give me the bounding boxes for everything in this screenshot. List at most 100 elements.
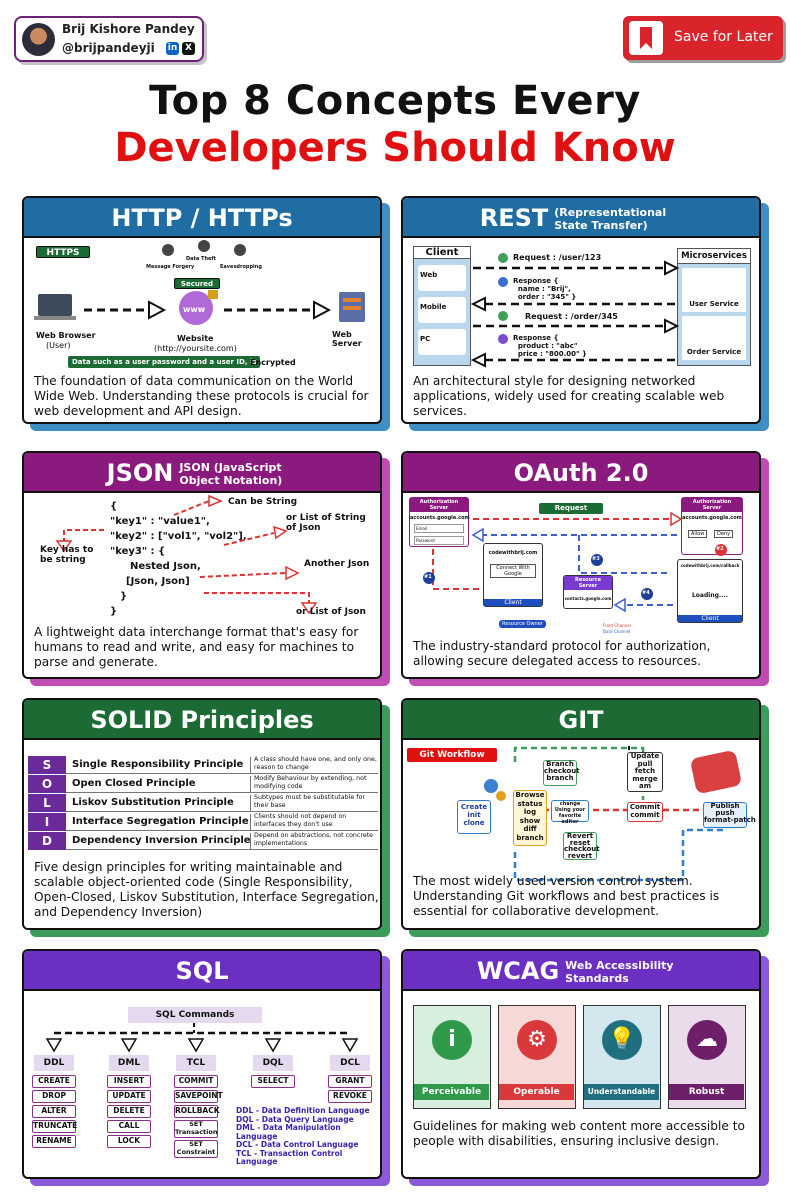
author-handle: @brijpandeyji — [62, 41, 155, 55]
solid-principle-note: Modify Behaviour by extending, not modif… — [254, 775, 367, 790]
http-title: HTTP / HTTPs — [24, 198, 380, 238]
solid-letter: L — [28, 794, 66, 812]
wcag-description: Guidelines for making web content more a… — [413, 1119, 745, 1148]
cloud-devices-icon: ☁ — [687, 1020, 727, 1060]
avatar — [22, 23, 55, 56]
solid-letter: O — [28, 775, 66, 793]
solid-description: Five design principles for writing maint… — [34, 860, 379, 919]
solid-divider — [250, 776, 251, 792]
deny-button[interactable]: Deny — [714, 530, 734, 538]
secured-badge: Secured — [174, 278, 220, 289]
solid-divider — [250, 833, 251, 849]
author-badge[interactable]: Brij Kishore Pandey @brijpandeyji in X — [14, 16, 204, 62]
x-icon[interactable]: X — [182, 42, 195, 55]
request-consent-badge: Request Consent — [539, 503, 603, 523]
resource-owner-label: Resource Owner — [499, 620, 546, 628]
password-field[interactable]: Password — [414, 536, 464, 545]
json-line: { — [110, 501, 118, 512]
auth-server-left: Authorization Server accounts.google.com… — [409, 497, 470, 547]
client-mobile: Mobile — [418, 297, 466, 323]
solid-principle-name: Single Responsibility Principle — [72, 759, 244, 770]
solid-letter: D — [28, 832, 66, 850]
sql-command: REVOKE — [328, 1090, 372, 1103]
sql-legend: DDL - Data Definition Language DQL - Dat… — [236, 1106, 376, 1167]
auth-server-label: Authorization Server — [682, 498, 742, 512]
solid-letter: S — [28, 756, 66, 774]
sql-command: COMMIT — [174, 1075, 218, 1088]
sql-command: UPDATE — [107, 1090, 151, 1103]
linkedin-icon[interactable]: in — [166, 42, 179, 55]
rest-arrows — [470, 253, 680, 368]
sql-command: SAVEPOINT — [174, 1090, 223, 1103]
git-create-box: Create init clone — [457, 800, 491, 834]
sql-command: RENAME — [32, 1135, 76, 1148]
solid-divider — [250, 757, 251, 773]
client-web: Web — [418, 265, 466, 291]
json-note-nested: Another Json — [304, 559, 370, 569]
json-note-list-json: or List of Json — [296, 607, 366, 617]
connect-google-button[interactable]: Connect With Google — [490, 564, 536, 578]
sql-command: CALL — [107, 1120, 151, 1133]
git-publish-box: Publish push format-patch — [703, 802, 756, 828]
author-name: Brij Kishore Pandey — [62, 22, 195, 36]
solid-letter: I — [28, 813, 66, 831]
json-title: JSON — [106, 459, 174, 487]
oauth-description: The industry-standard protocol for autho… — [413, 639, 711, 668]
solid-principle-note: Depend on abstractions, not concrete imp… — [254, 832, 374, 847]
legend-back: Back Channel — [603, 629, 631, 634]
rest-description: An architectural style for designing net… — [413, 374, 725, 418]
sql-command: ALTER — [32, 1105, 76, 1118]
order-service: Order Service — [682, 316, 746, 360]
json-note-list: or List of String of Json — [286, 513, 366, 533]
legend-front: Front Channel — [603, 623, 631, 628]
sql-command: DELETE — [107, 1105, 151, 1118]
https-tag: HTTPS — [36, 246, 90, 258]
wcag-title: WCAG — [476, 957, 560, 985]
json-arrows — [55, 494, 318, 615]
email-field[interactable]: Email — [414, 524, 464, 533]
svg-text:www: www — [183, 305, 206, 314]
wcag-tile-operable: ⚙Operable — [498, 1005, 576, 1109]
solid-principle-note: A class should have one, and only one, r… — [254, 756, 377, 771]
git-update-box: Update pull fetch merge am — [627, 752, 663, 792]
json-line: } — [110, 606, 118, 617]
solid-principle-note: Clients should not depend on interfaces … — [254, 813, 347, 828]
http-description: The foundation of data communication on … — [34, 374, 369, 418]
auth-server-label: Authorization Server — [410, 498, 468, 512]
json-line: "key3" : { — [110, 546, 166, 557]
allow-button[interactable]: Allow — [688, 530, 708, 538]
solid-title: SOLID Principles — [24, 700, 380, 740]
info-icon: i — [432, 1020, 472, 1060]
oauth-step-1: #1 — [424, 574, 432, 580]
solid-principle-name: Dependency Inversion Principle — [72, 835, 251, 846]
http-flow-diagram: www — [34, 290, 365, 325]
card-http: HTTP / HTTPs HTTPS Message Forgery Data … — [22, 196, 382, 424]
sql-legend-item: DDL - Data Definition Language — [236, 1106, 370, 1115]
save-label: Save for Later — [674, 29, 773, 45]
client-label: Client — [678, 615, 742, 622]
sql-legend-item: DML - Data Manipulation Language — [236, 1123, 341, 1141]
solid-principle-name: Open Closed Principle — [72, 778, 196, 789]
save-for-later-button[interactable]: Save for Later — [623, 16, 783, 60]
git-commit-box: Commit commit — [627, 802, 663, 822]
sql-title: SQL — [24, 951, 380, 991]
website-sub: (http://yoursite.com) — [154, 344, 237, 353]
card-solid: SOLID Principles S Single Responsibility … — [22, 698, 382, 930]
sql-legend-item: DQL - Data Query Language — [236, 1114, 354, 1124]
sql-group-tcl: TCL — [176, 1055, 216, 1071]
microservices-panel: Microservices User Service Order Service — [677, 248, 751, 366]
encrypted-note: Data such as a user password and a user … — [68, 356, 261, 368]
encrypted-label: Encrypted — [250, 358, 296, 367]
git-change-box: change Using your favorite editor — [551, 800, 589, 825]
sql-command: TRUNCATE — [32, 1120, 77, 1133]
auth-domain: accounts.google.com — [682, 515, 742, 521]
wcag-subtitle: Web Accessibility Standards — [565, 959, 674, 985]
sql-command: GRANT — [328, 1075, 372, 1088]
sql-legend-item: TCL - Transaction Control Language — [236, 1148, 343, 1166]
